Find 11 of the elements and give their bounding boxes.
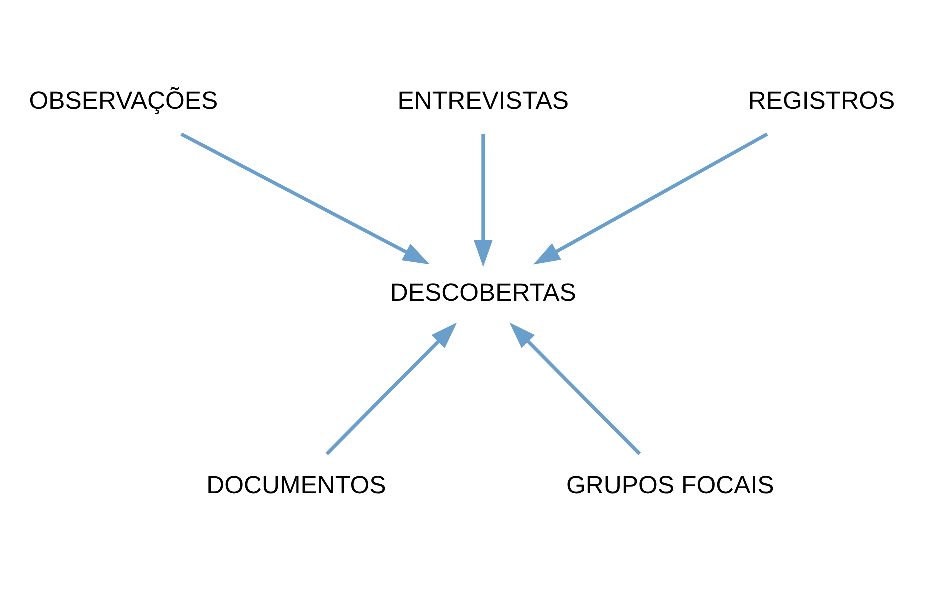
arrow <box>510 322 642 456</box>
node-text: DOCUMENTOS <box>206 471 386 500</box>
node-text: GRUPOS FOCAIS <box>566 471 774 500</box>
arrow <box>474 134 493 268</box>
node-text: REGISTROS <box>748 86 896 115</box>
arrow <box>180 132 430 265</box>
node-text: OBSERVAÇÕES <box>29 86 218 115</box>
arrow <box>534 132 768 265</box>
node-text: ENTREVISTAS <box>398 86 570 115</box>
arrow <box>326 322 458 456</box>
node-text: DESCOBERTAS <box>390 279 576 308</box>
